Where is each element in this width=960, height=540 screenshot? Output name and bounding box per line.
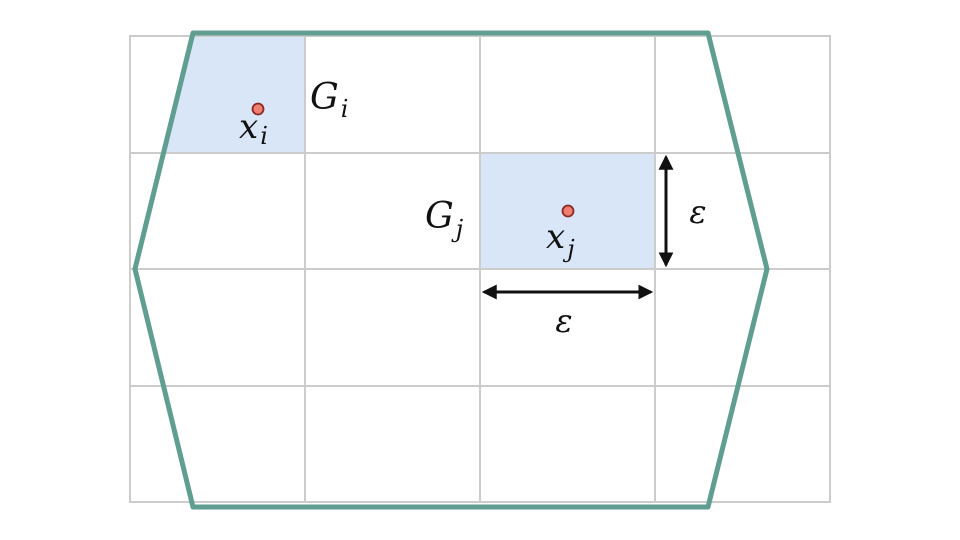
label-epsilon-height: ε [689, 193, 706, 231]
point-x-j [561, 204, 575, 218]
label-g-j: Gj [425, 196, 464, 243]
label-epsilon-width: ε [555, 302, 572, 340]
cell-g-i-highlight [165, 36, 305, 153]
point-x-i [251, 102, 265, 116]
grid-lines [129, 35, 831, 503]
label-g-i: Gi [310, 77, 348, 123]
domain-polygon [132, 30, 770, 510]
label-x-i: xi [239, 107, 268, 150]
